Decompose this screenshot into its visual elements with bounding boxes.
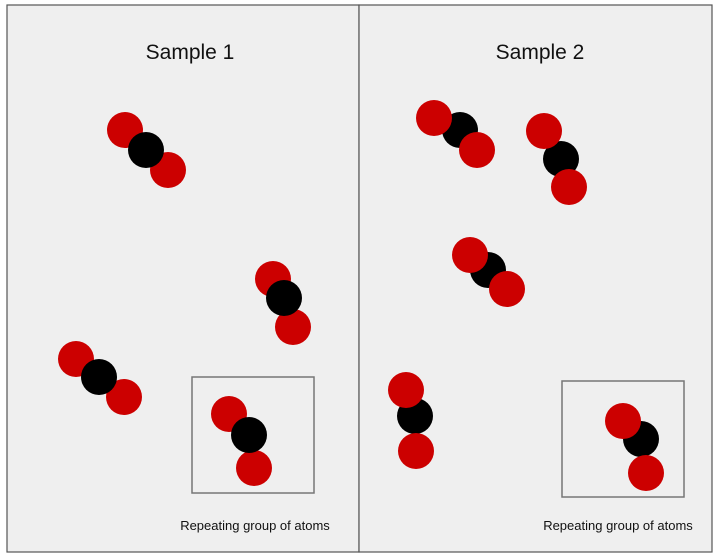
sample-2-molecule: [416, 100, 495, 168]
sample-1-repeating-group-box: [191, 376, 315, 494]
oxygen-atom: [106, 379, 142, 415]
sample-2-molecule: [452, 237, 525, 307]
oxygen-atom: [236, 450, 272, 486]
oxygen-atom: [605, 403, 641, 439]
sample-1-molecule: [255, 261, 311, 345]
carbon-atom: [81, 359, 117, 395]
carbon-atom: [128, 132, 164, 168]
sample-2-molecule: [526, 113, 587, 205]
oxygen-atom: [489, 271, 525, 307]
sample-1-molecule: [211, 396, 272, 486]
oxygen-atom: [388, 372, 424, 408]
sample-2-molecule: [605, 403, 664, 491]
sample-2-title: Sample 2: [496, 41, 585, 64]
carbon-atom: [231, 417, 267, 453]
oxygen-atom: [275, 309, 311, 345]
sample-1-caption: Repeating group of atoms: [180, 518, 330, 533]
oxygen-atom: [398, 433, 434, 469]
sample-2-caption: Repeating group of atoms: [543, 518, 693, 533]
oxygen-atom: [526, 113, 562, 149]
sample-2-molecule: [388, 372, 434, 469]
sample-1-title: Sample 1: [146, 41, 235, 64]
oxygen-atom: [459, 132, 495, 168]
sample-1-molecule: [58, 341, 142, 415]
sample-1-molecule: [107, 112, 186, 188]
sample-2-repeating-group-box: [561, 380, 685, 498]
oxygen-atom: [551, 169, 587, 205]
oxygen-atom: [416, 100, 452, 136]
oxygen-atom: [452, 237, 488, 273]
carbon-atom: [266, 280, 302, 316]
carbon-atom: [543, 141, 579, 177]
sample-1-panel: [6, 4, 360, 553]
oxygen-atom: [628, 455, 664, 491]
